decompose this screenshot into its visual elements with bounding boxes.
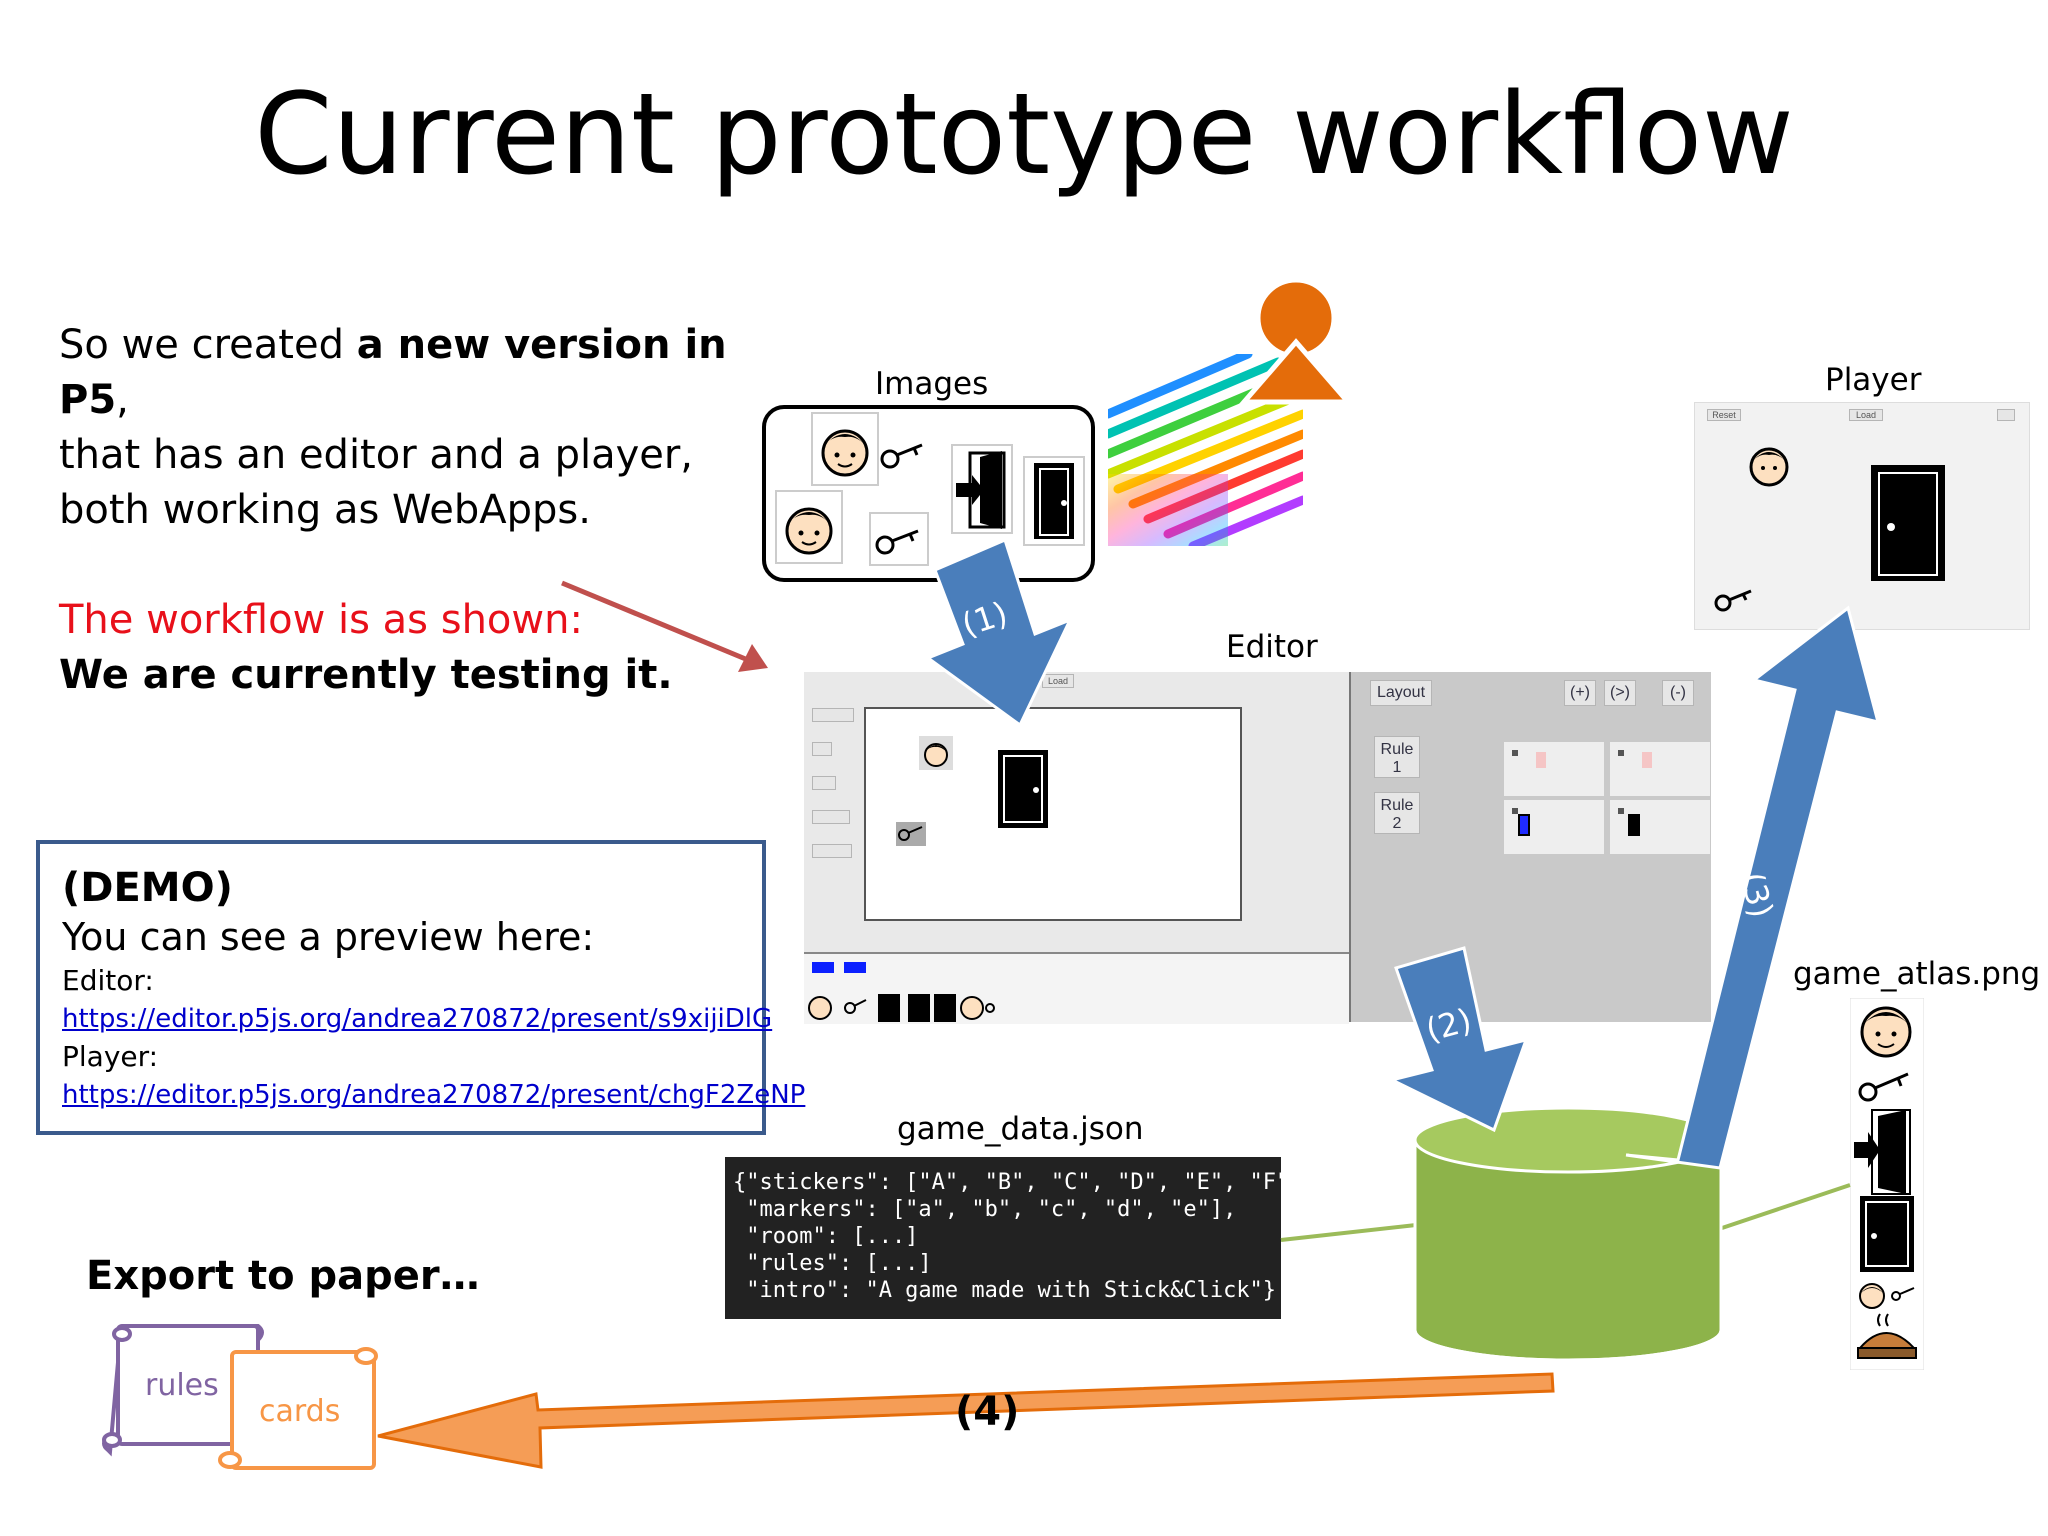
json-code-block: {"stickers": ["A", "B", "C", "D", "E", "…	[725, 1157, 1281, 1319]
cards-scroll-label: cards	[259, 1394, 341, 1429]
rule-2-button[interactable]: Rule 2	[1374, 792, 1420, 834]
door-icon	[1023, 456, 1085, 546]
add-rule-button[interactable]: (+)	[1564, 680, 1596, 706]
key-icon	[896, 822, 926, 846]
key-icon	[880, 443, 923, 469]
testing-text: We are currently testing it.	[59, 652, 673, 698]
intro-line3: both working as WebApps.	[59, 487, 591, 533]
page-title: Current prototype workflow	[254, 70, 1794, 200]
connector-line	[1280, 1223, 1417, 1242]
editor-blue-button[interactable]	[812, 962, 834, 973]
intro-line2: that has an editor and a player,	[59, 432, 694, 478]
demo-box: (DEMO) You can see a preview here: Edito…	[36, 840, 806, 1135]
demo-preview-text: You can see a preview here:	[62, 915, 595, 959]
export-label: Export to paper…	[86, 1253, 480, 1299]
sticker-row	[808, 994, 995, 1022]
demo-heading: (DEMO)	[62, 865, 233, 911]
game-data-label: game_data.json	[897, 1111, 1144, 1147]
player-link[interactable]: https://editor.p5js.org/andrea270872/pre…	[62, 1080, 806, 1110]
editor-tool-button[interactable]	[812, 844, 852, 858]
face-icon	[919, 736, 953, 770]
demo-player-label: Player:	[62, 1040, 159, 1073]
intro-line1-post: ,	[116, 377, 129, 423]
workflow-red-text: The workflow is as shown:	[59, 597, 583, 643]
face-key-icon	[1859, 1283, 1915, 1309]
json-code-text: {"stickers": ["A", "B", "C", "D", "E", "…	[733, 1170, 1281, 1303]
face-icon	[1749, 447, 1789, 487]
pie-icon	[1857, 1313, 1917, 1359]
key-icon	[869, 512, 929, 566]
door-icon	[1871, 465, 1945, 581]
player-load-button[interactable]: Load	[1849, 409, 1883, 421]
editor-tool-button[interactable]	[812, 810, 850, 824]
door-icon	[1860, 1196, 1914, 1272]
database-icon	[1413, 1106, 1723, 1362]
editor-tool-button[interactable]	[812, 708, 854, 722]
door-enter-icon	[951, 444, 1013, 534]
editor-link[interactable]: https://editor.p5js.org/andrea270872/pre…	[62, 1004, 773, 1034]
editor-tool-button[interactable]	[812, 776, 836, 790]
remove-rule-button[interactable]: (-)	[1662, 680, 1694, 706]
user-icon	[1238, 277, 1354, 405]
editor-label: Editor	[1226, 629, 1318, 665]
game-atlas-image	[1850, 998, 1924, 1370]
player-play-button[interactable]	[1997, 409, 2015, 421]
rules-scroll-label: rules	[145, 1368, 219, 1403]
editor-blue-button[interactable]	[844, 962, 866, 973]
images-label: Images	[875, 366, 989, 402]
player-label: Player	[1825, 362, 1922, 398]
game-atlas-label: game_atlas.png	[1793, 956, 2041, 992]
layout-button[interactable]: Layout	[1370, 680, 1432, 706]
intro-line1-bold: a new version in P5	[59, 322, 727, 423]
step-3-label: (3)	[1732, 868, 1781, 922]
editor-screenshot: Load	[804, 672, 1711, 1024]
rule-cell	[1504, 742, 1604, 796]
images-box	[762, 405, 1095, 582]
face-icon	[811, 412, 879, 486]
editor-tool-button[interactable]	[812, 742, 832, 756]
step-1-label: (1)	[957, 593, 1013, 645]
connector-line	[1721, 1183, 1851, 1230]
intro-text: So we created a new version in P5, that …	[59, 318, 759, 703]
key-icon	[1714, 589, 1752, 612]
rule-1-button[interactable]: Rule 1	[1374, 736, 1420, 778]
step-4-label: (4)	[955, 1389, 1020, 1435]
face-icon	[775, 490, 843, 564]
demo-editor-label: Editor:	[62, 964, 154, 997]
intro-line1-pre: So we created	[59, 322, 357, 368]
face-icon	[1860, 1006, 1912, 1058]
player-reset-button[interactable]: Reset	[1707, 409, 1741, 421]
door-icon	[998, 750, 1048, 828]
player-screenshot: Reset Load	[1694, 402, 2030, 630]
next-rule-button[interactable]: (>)	[1604, 680, 1636, 706]
